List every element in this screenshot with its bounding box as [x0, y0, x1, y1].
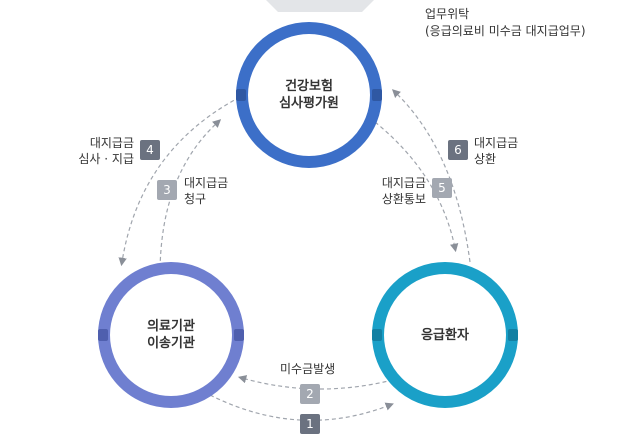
- arc-hira-to-patient: [374, 121, 459, 253]
- arc-hira-to-hospital: [118, 96, 241, 267]
- node-hira-line2: 심사평가원: [279, 96, 339, 111]
- step-5-label: 대지급금 상환통보: [356, 175, 426, 207]
- arc-patient-to-hospital: [237, 375, 401, 390]
- step-3-label-line2: 청구: [184, 192, 207, 206]
- step-badge-1: 1: [300, 414, 320, 434]
- step-badge-4: 4: [140, 140, 160, 160]
- top-connector-tab: [260, 0, 380, 12]
- node-hira-line1: 건강보험: [285, 79, 333, 94]
- patient-left-dot: [372, 329, 382, 341]
- step-2-label: 미수금발생: [280, 362, 336, 376]
- step-badge-3: 3: [157, 180, 177, 200]
- step-5-label-line2: 상환통보: [381, 192, 426, 206]
- step-badge-5: 5: [432, 178, 452, 198]
- node-hospital-line1: 의료기관: [147, 319, 195, 334]
- step-3-label-line1: 대지급금: [184, 176, 229, 190]
- arc-patient-to-hira: [391, 89, 471, 263]
- node-patient: 응급환자: [372, 262, 518, 408]
- node-hira: 건강보험 심사평가원: [236, 22, 382, 168]
- step-6-label: 대지급금 상환: [474, 135, 518, 167]
- step-6-label-line1: 대지급금: [474, 136, 519, 150]
- step-4-label: 대지급금 심사 · 지급: [50, 135, 134, 167]
- node-hospital-line2: 이송기관: [147, 336, 195, 351]
- hospital-right-dot: [234, 329, 244, 341]
- arc-hospital-to-hira: [159, 119, 222, 276]
- node-patient-label: 응급환자: [421, 327, 469, 343]
- delegation-title: 업무위탁: [425, 7, 470, 21]
- delegation-detail: (응급의료비 미수금 대지급업무): [425, 24, 586, 38]
- node-hospital: 의료기관 이송기관: [98, 262, 244, 408]
- step-badge-6: 6: [448, 140, 468, 160]
- step-6-label-line2: 상환: [474, 152, 497, 166]
- hira-right-dot: [372, 89, 382, 101]
- step-3-label: 대지급금 청구: [184, 175, 228, 207]
- hospital-left-dot: [98, 329, 108, 341]
- step-5-label-line1: 대지급금: [381, 176, 426, 190]
- step-badge-2: 2: [300, 384, 320, 404]
- delegation-label: 업무위탁 (응급의료비 미수금 대지급업무): [425, 6, 586, 40]
- patient-right-dot: [508, 329, 518, 341]
- step-4-label-line2: 심사 · 지급: [78, 152, 134, 166]
- hira-left-dot: [236, 89, 246, 101]
- step-4-label-line1: 대지급금: [89, 136, 134, 150]
